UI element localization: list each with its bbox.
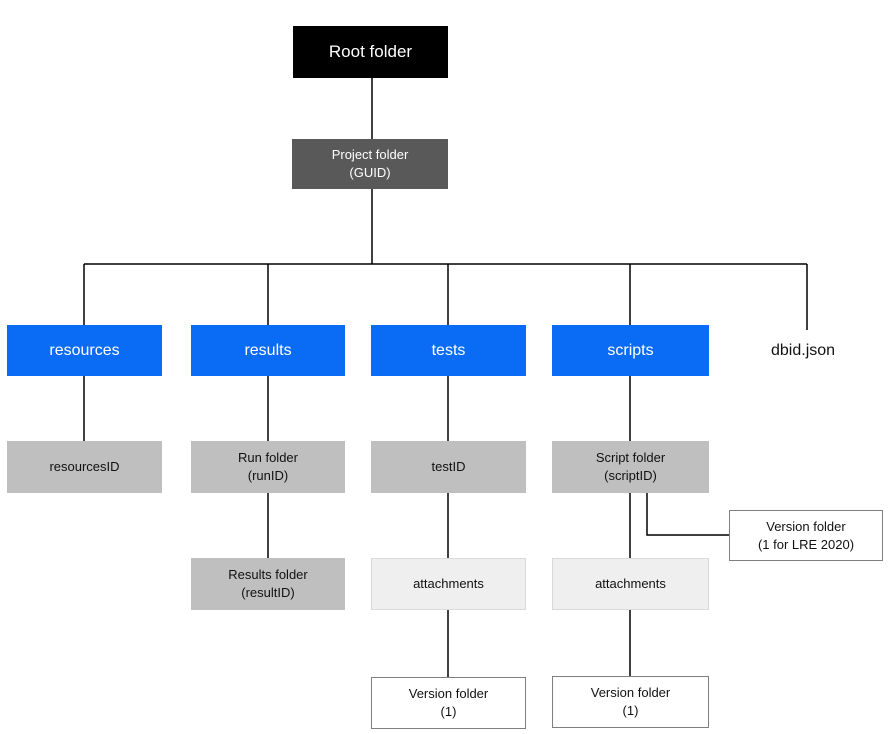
tests-version-label: Version folder (1) bbox=[408, 686, 489, 719]
run-folder-label: Run folder (runID) bbox=[238, 450, 298, 483]
root-folder-label: Root folder bbox=[328, 42, 413, 61]
script-folder-node: Script folder (scriptID) bbox=[552, 441, 709, 493]
tests-attachments-node: attachments bbox=[371, 558, 526, 610]
results-label: results bbox=[244, 341, 292, 359]
script-folder-label: Script folder (scriptID) bbox=[595, 450, 666, 483]
run-folder-node: Run folder (runID) bbox=[191, 441, 345, 493]
resources-id-label: resourcesID bbox=[49, 459, 120, 474]
script-version-side-node: Version folder (1 for LRE 2020) bbox=[729, 510, 883, 561]
scripts-label: scripts bbox=[607, 341, 654, 359]
connector-scripts-side bbox=[646, 493, 729, 536]
results-folder-node: Results folder (resultID) bbox=[191, 558, 345, 610]
dbid-json-file: dbid.json bbox=[771, 342, 836, 359]
scripts-version-node: Version folder (1) bbox=[552, 676, 709, 728]
test-id-node: testID bbox=[371, 441, 526, 493]
scripts-version-label: Version folder (1) bbox=[590, 685, 671, 718]
tests-node: tests bbox=[371, 325, 526, 376]
project-folder-label: Project folder (GUID) bbox=[331, 147, 409, 180]
resources-node: resources bbox=[7, 325, 162, 376]
scripts-node: scripts bbox=[552, 325, 709, 376]
resources-id-node: resourcesID bbox=[7, 441, 162, 493]
test-id-label: testID bbox=[431, 459, 466, 474]
resources-label: resources bbox=[49, 341, 120, 359]
project-folder-node: Project folder (GUID) bbox=[292, 139, 448, 189]
scripts-attachments-node: attachments bbox=[552, 558, 709, 610]
tests-attachments-label: attachments bbox=[413, 576, 484, 591]
results-folder-label: Results folder (resultID) bbox=[228, 567, 308, 600]
scripts-attachments-label: attachments bbox=[595, 576, 666, 591]
root-folder-node: Root folder bbox=[293, 26, 448, 78]
tests-version-node: Version folder (1) bbox=[371, 677, 526, 729]
tests-label: tests bbox=[431, 341, 466, 359]
script-version-side-label: Version folder (1 for LRE 2020) bbox=[757, 518, 855, 552]
results-node: results bbox=[191, 325, 345, 376]
